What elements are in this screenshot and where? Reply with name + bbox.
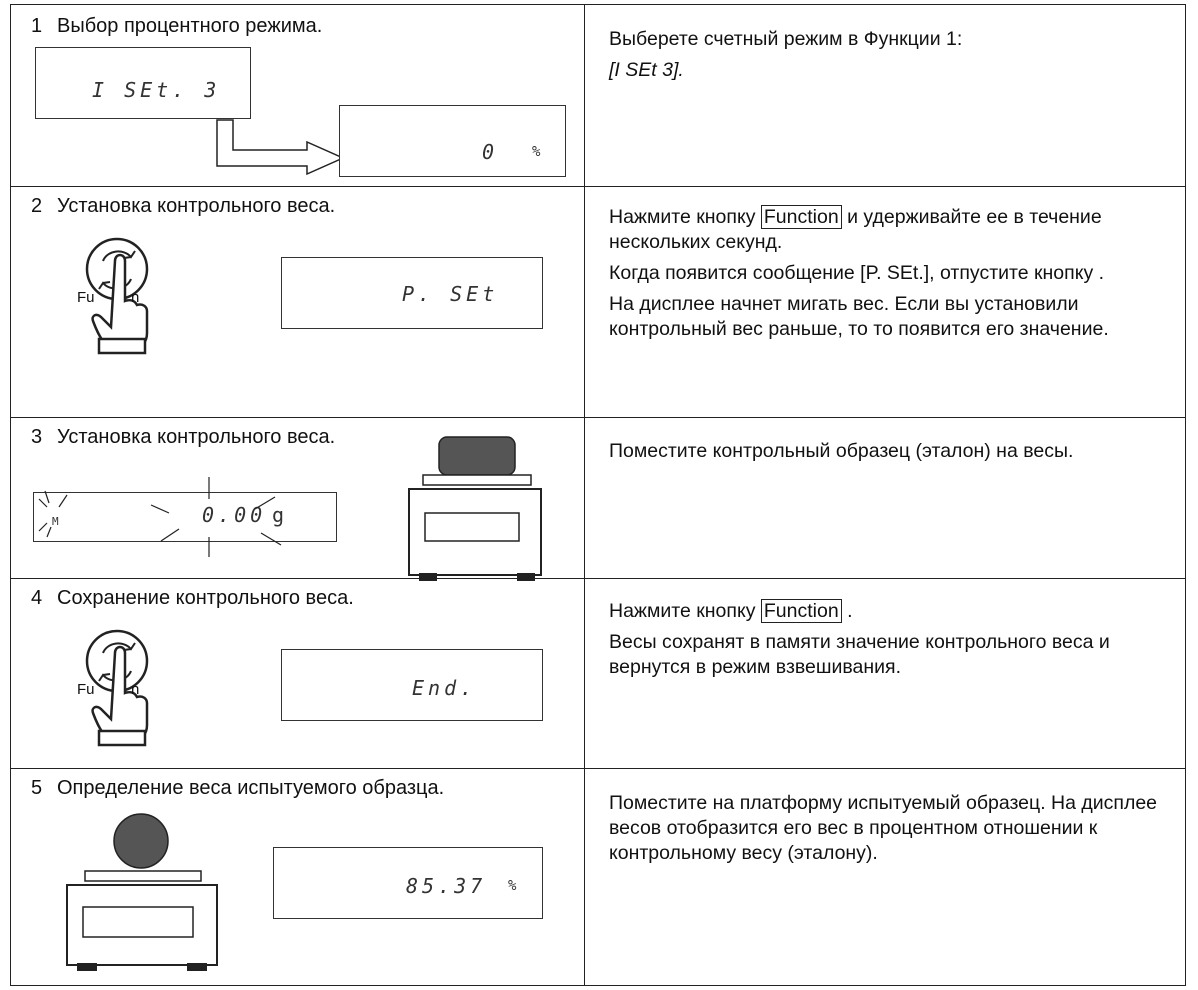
hand-press-icon [85, 629, 149, 747]
function-button-label-end: n [131, 289, 140, 306]
description-line: Выберете счетный режим в Функции 1: [609, 28, 963, 50]
step-number: 2 [31, 195, 43, 217]
row-divider [11, 417, 1185, 418]
lcd-value: I SEt. 3 [92, 78, 221, 102]
lcd-value: P. SEt [402, 282, 499, 306]
description-line: Поместите на платформу испытуемый образе… [609, 792, 1158, 864]
function-key-label: Function [760, 599, 842, 623]
description-text: и удерживайте ее в течение нескольких се… [609, 206, 1102, 253]
lcd-display: I SEt. 3 [35, 47, 251, 119]
step-3-description: Поместите контрольный образец (эталон) н… [609, 439, 1169, 470]
scale-with-sample-icon [66, 813, 218, 971]
step-4-description: Нажмите кнопку Function . Весы сохранят … [609, 599, 1169, 686]
step-number: 1 [31, 15, 43, 37]
row-divider [11, 768, 1185, 769]
lcd-display: 85.37 % [273, 847, 543, 919]
step-title-text: Установка контрольного веса. [57, 195, 336, 217]
step-title-text: Сохранение контрольного веса. [57, 587, 354, 609]
function-button-label: Fu [77, 681, 95, 698]
step-title-text: Выбор процентного режима. [57, 15, 323, 37]
lcd-value: 0.00 [202, 503, 267, 527]
lcd-value: 85.37 [406, 874, 487, 898]
lcd-display: End. [281, 649, 543, 721]
step-title-text: Определение веса испытуемого образца. [57, 777, 445, 799]
lcd-display: P. SEt [281, 257, 543, 329]
lcd-unit: g [272, 503, 289, 527]
function-button-label-end: n [131, 681, 140, 698]
description-line: Поместите контрольный образец (эталон) н… [609, 440, 1074, 462]
lcd-memory-mark: M [52, 515, 59, 528]
step-number: 5 [31, 777, 43, 799]
description-text: Нажмите кнопку [609, 206, 761, 228]
step-2-title: 2 Установка контрольного веса. [31, 195, 335, 218]
description-line: Когда появится сообщение [P. SEt.], отпу… [609, 262, 1105, 284]
lcd-value: End. [412, 676, 477, 700]
description-line: На дисплее начнет мигать вес. Если вы ус… [609, 293, 1109, 340]
lcd-display: 0 % [339, 105, 566, 177]
row-divider [11, 578, 1185, 579]
description-line: [I SEt 3]. [609, 59, 684, 81]
step-3-title: 3 Установка контрольного веса. [31, 426, 335, 449]
description-line: Весы сохранят в памяти значение контроль… [609, 631, 1110, 678]
hand-press-icon [85, 237, 149, 355]
step-number: 4 [31, 587, 43, 609]
step-number: 3 [31, 426, 43, 448]
lcd-value: 0 [482, 140, 499, 164]
function-key-label: Function [760, 205, 842, 229]
lcd-display-flashing: M 0.00 g [33, 492, 337, 542]
step-1-title: 1 Выбор процентного режима. [31, 15, 322, 38]
description-text: Нажмите кнопку [609, 600, 761, 622]
column-divider [584, 5, 585, 985]
arrow-icon [216, 119, 345, 176]
flash-lines-icon [38, 477, 282, 557]
scale-with-weight-icon [408, 436, 542, 581]
step-5-description: Поместите на платформу испытуемый образе… [609, 791, 1169, 872]
step-1-description: Выберете счетный режим в Функции 1: [I S… [609, 27, 1169, 89]
step-2-description: Нажмите кнопку Function и удерживайте ее… [609, 205, 1169, 348]
step-5-title: 5 Определение веса испытуемого образца. [31, 777, 444, 800]
step-4-title: 4 Сохранение контрольного веса. [31, 587, 354, 610]
step-title-text: Установка контрольного веса. [57, 426, 336, 448]
description-text: . [841, 600, 853, 622]
row-divider [11, 186, 1185, 187]
lcd-unit: % [508, 878, 521, 894]
function-button-label: Fu [77, 289, 95, 306]
lcd-unit: % [532, 144, 545, 160]
